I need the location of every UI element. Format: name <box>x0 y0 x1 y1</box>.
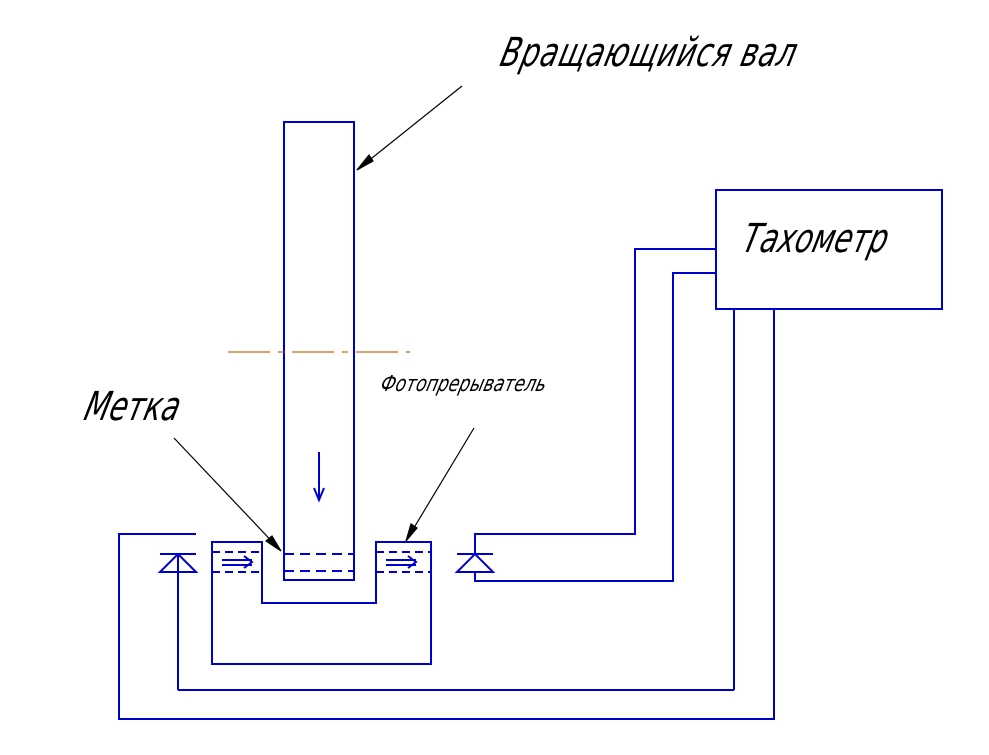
rotation-arrow-icon <box>313 452 325 503</box>
photointerrupter-body <box>211 541 432 665</box>
outer-wire <box>118 310 775 720</box>
emitter-diode-icon <box>157 310 735 691</box>
shaft-leader <box>356 85 463 171</box>
shaft-mark <box>284 553 354 572</box>
tachometer-label: Тахометр <box>738 216 894 262</box>
photointerrupter-label: Фотопрерыватель <box>378 372 550 397</box>
rotating-shaft <box>283 121 355 581</box>
emitter-window <box>212 551 262 573</box>
receiver-diode-icon <box>454 552 496 573</box>
receiver-wire-2 <box>474 272 716 582</box>
receiver-window <box>376 551 431 573</box>
mark-label: Метка <box>80 384 186 430</box>
photointerrupter-leader <box>405 427 475 542</box>
mark-leader <box>173 437 282 552</box>
receiver-wire-1 <box>474 248 716 554</box>
tachometer-box <box>715 189 943 310</box>
shaft-label: Вращающийся вал <box>496 30 803 76</box>
